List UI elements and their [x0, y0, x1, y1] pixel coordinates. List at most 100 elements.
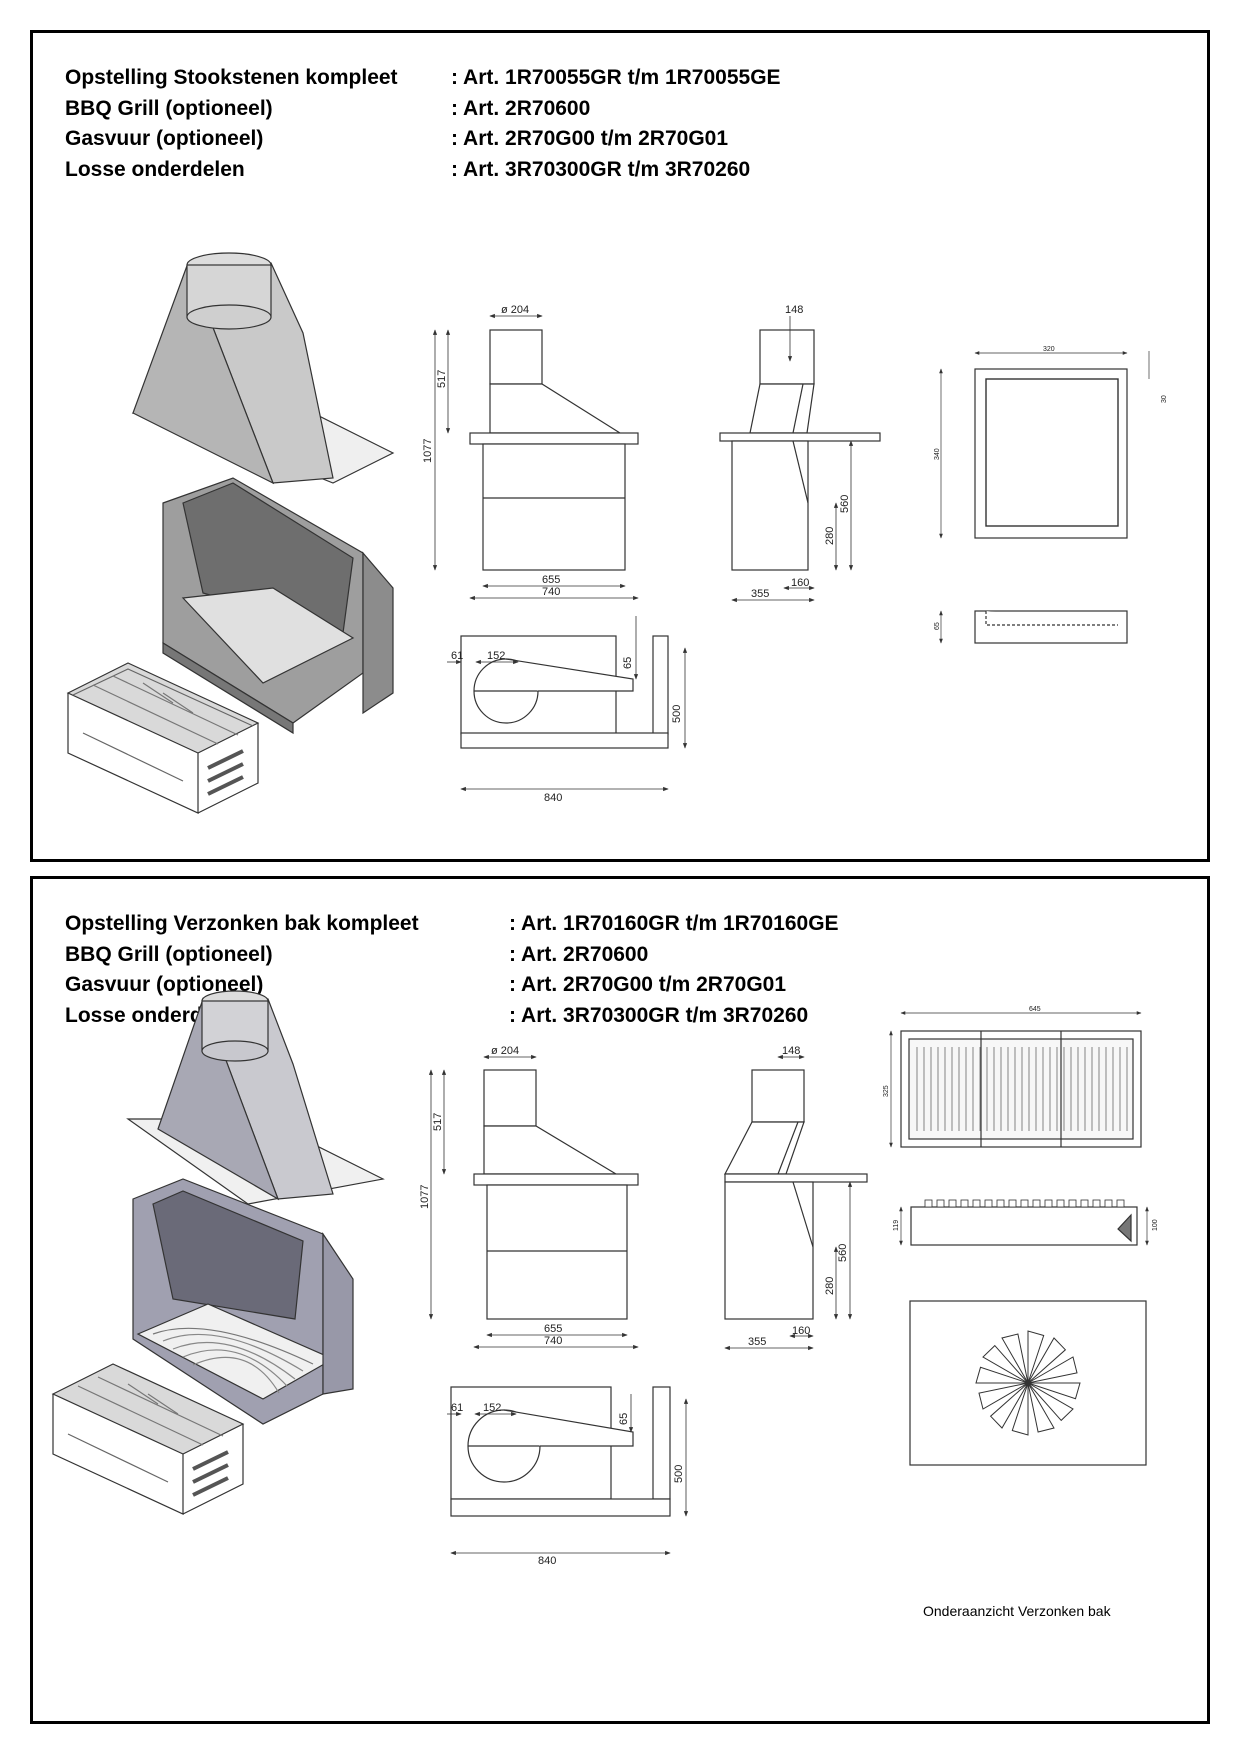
- spec-value: : Art. 3R70300GR t/m 3R70260: [509, 1003, 809, 1027]
- spec-label: Losse onderdelen: [65, 157, 245, 181]
- grate-tooth: [1020, 1199, 1029, 1208]
- vent-blade: [1027, 1337, 1067, 1384]
- dim-label: ø 204: [501, 304, 529, 316]
- grate-tooth: [1068, 1199, 1077, 1208]
- dim-label: 355: [748, 1336, 766, 1348]
- front-elevation: [469, 329, 639, 571]
- vent-blade: [982, 1344, 1029, 1384]
- spec-label: Gasvuur (optioneel): [65, 127, 264, 150]
- grate-tooth: [1116, 1199, 1125, 1208]
- dim-label: 30: [1161, 395, 1168, 403]
- dim-label: 560: [839, 495, 851, 513]
- stone-tray-dims: [939, 351, 1150, 539]
- sunken-tray-side: [910, 1206, 1138, 1246]
- spec-label: Gasvuur (optioneel): [65, 973, 264, 996]
- spec-label: Opstelling Stookstenen kompleet: [65, 66, 398, 89]
- plan-dims: [447, 1394, 689, 1556]
- vent-blade: [975, 1366, 1029, 1384]
- dim-label: 280: [824, 527, 836, 545]
- dim-label: 152: [483, 1402, 501, 1414]
- dim-label: 119: [893, 1220, 900, 1231]
- vent-blade: [1027, 1382, 1055, 1433]
- dim-label: 500: [673, 1465, 685, 1483]
- grate-tooth: [1056, 1199, 1065, 1208]
- grate-tooth: [924, 1199, 933, 1208]
- iso-bbq-grill: [66, 662, 260, 814]
- grate-tooth: [1080, 1199, 1089, 1208]
- spec-value: : Art. 1R70055GR t/m 1R70055GE: [451, 66, 781, 89]
- dim-label: 340: [934, 448, 941, 460]
- grate-tooth: [936, 1199, 945, 1208]
- front-elevation: [473, 1069, 639, 1320]
- stone-tray-side: [974, 610, 1128, 644]
- plan-dims: [447, 616, 688, 792]
- panel2-drawing: ø 204 517 1077 655 740 148 560 280 355 1…: [51, 990, 1159, 1567]
- spec-value: : Art. 2R70G00 t/m 2R70G01: [451, 127, 729, 150]
- dim-label: 160: [792, 1325, 810, 1337]
- spec-value: : Art. 1R70160GR t/m 1R70160GE: [509, 912, 839, 935]
- grate-bars: [916, 1047, 1128, 1131]
- grate-tooth: [972, 1199, 981, 1208]
- spec-label: BBQ Grill (optioneel): [65, 96, 273, 120]
- side-dims: [724, 1054, 853, 1351]
- dim-label: 61: [451, 1402, 463, 1414]
- iso-firebox: [132, 1178, 354, 1425]
- dim-label: 1077: [419, 1185, 431, 1209]
- dim-label: 740: [544, 1335, 562, 1347]
- grate-tooth: [996, 1199, 1005, 1208]
- spec-label: BBQ Grill (optioneel): [65, 942, 273, 966]
- dim-label: 61: [451, 650, 463, 662]
- dim-label: 517: [436, 370, 448, 388]
- grate-tooth: [1032, 1199, 1041, 1208]
- vent-blade: [1027, 1330, 1045, 1384]
- dim-label: 152: [487, 650, 505, 662]
- sunken-tray-dims: [889, 1011, 1142, 1148]
- spec-label: Opstelling Verzonken bak kompleet: [65, 912, 419, 935]
- dim-label: 160: [791, 577, 809, 589]
- front-dims: [428, 1054, 639, 1350]
- panel1-drawing: ø 204 517 1077 655 740 148 560 280 355 1…: [66, 252, 1168, 814]
- spec-value: : Art. 2R70600: [509, 942, 649, 966]
- panel-stookstenen: Opstelling Stookstenen kompleet : Art. 1R…: [30, 30, 1210, 862]
- plan-view: [460, 635, 669, 749]
- dim-label: 325: [883, 1085, 890, 1097]
- dim-label: 148: [785, 304, 803, 316]
- grate-tooth: [984, 1199, 993, 1208]
- grate-tooth: [1092, 1199, 1101, 1208]
- dim-label: 1077: [422, 439, 434, 463]
- dim-label: ø 204: [491, 1045, 519, 1057]
- dim-label: 100: [1152, 1219, 1159, 1231]
- side-elevation: [719, 329, 881, 571]
- sunken-tray-top: [900, 1030, 1142, 1148]
- vent-blade: [1027, 1382, 1081, 1400]
- dim-label: 840: [544, 792, 562, 804]
- dim-label: 148: [782, 1045, 800, 1057]
- dim-label: 645: [1029, 1006, 1041, 1013]
- spec-value: : Art. 2R70600: [451, 96, 591, 120]
- grate-tooth: [1104, 1199, 1113, 1208]
- vent-blade: [1027, 1382, 1074, 1422]
- dim-label: 65: [618, 1413, 630, 1425]
- dim-label: 65: [934, 622, 941, 630]
- vent-blade: [1001, 1333, 1029, 1384]
- plan-view: [450, 1386, 671, 1517]
- grate-tooth: [960, 1199, 969, 1208]
- dim-label: 655: [544, 1323, 562, 1335]
- front-dims: [432, 313, 639, 601]
- bottom-view-caption: Onderaanzicht Verzonken bak: [923, 1603, 1111, 1619]
- vent-blade: [978, 1382, 1029, 1410]
- dim-label: 355: [751, 588, 769, 600]
- grate-tooth: [1008, 1199, 1017, 1208]
- sunken-side-dims: [899, 1206, 1149, 1246]
- dim-label: 65: [622, 657, 634, 669]
- dim-label: 517: [432, 1113, 444, 1131]
- dim-label: 280: [824, 1277, 836, 1295]
- side-elevation: [724, 1069, 868, 1320]
- side-dims: [731, 316, 854, 603]
- vent-blade: [1027, 1356, 1078, 1384]
- iso-hood: [126, 990, 385, 1205]
- dim-label: 560: [837, 1244, 849, 1262]
- side-teeth: [924, 1199, 1125, 1208]
- grate-tooth: [1044, 1199, 1053, 1208]
- dim-label: 740: [542, 586, 560, 598]
